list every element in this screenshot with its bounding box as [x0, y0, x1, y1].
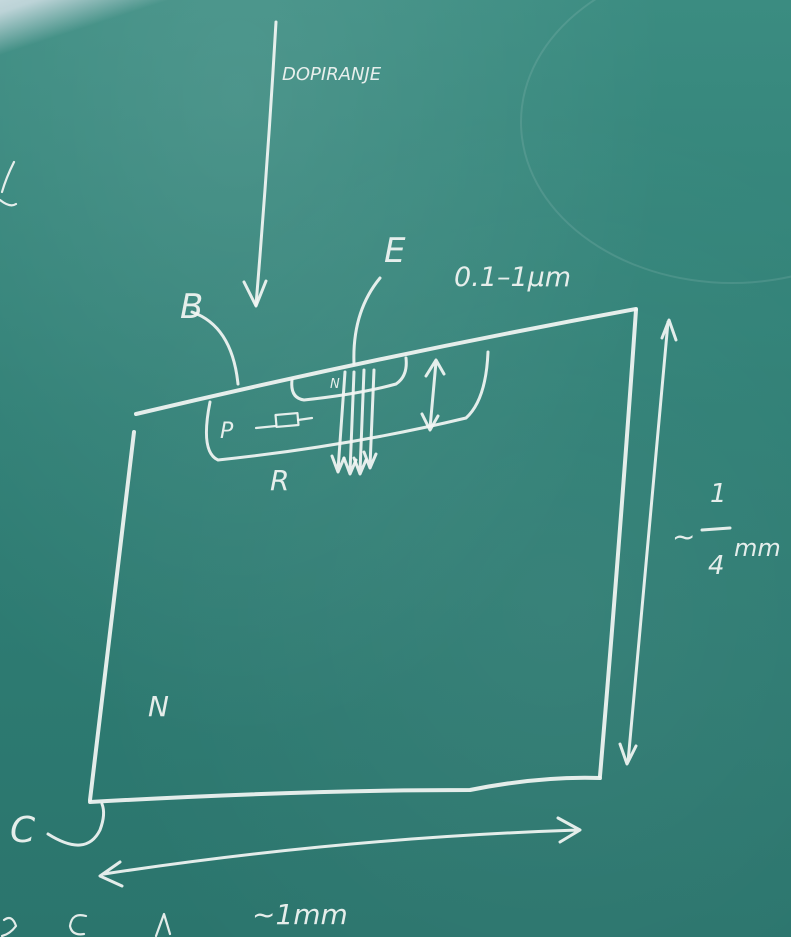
base-label: B — [180, 287, 203, 327]
collector-label: C — [10, 810, 36, 851]
current-arrow-1 — [330, 370, 347, 474]
resistor-lead-right — [296, 416, 314, 422]
edge-mark-bottom-1 — [0, 916, 18, 937]
emitter-region-outline — [290, 356, 408, 402]
emitter-lead — [352, 276, 382, 366]
thickness-label: 0.1–1μm — [454, 262, 571, 293]
current-arrow-4 — [362, 368, 378, 470]
height-dimension-arrow — [618, 318, 678, 766]
current-arrow-3 — [352, 368, 368, 476]
edge-mark-top — [0, 160, 18, 207]
base-lead — [190, 310, 240, 386]
resistor-body — [274, 411, 300, 429]
current-arrow-2 — [342, 370, 358, 476]
edge-mark-bottom-3 — [154, 912, 172, 937]
doping-label: DOPIRANJE — [282, 64, 382, 85]
n-region-label: N — [148, 690, 169, 723]
collector-lead — [46, 802, 106, 847]
height-fraction-denominator: 4 — [708, 551, 725, 581]
wafer-left-edge — [88, 430, 136, 802]
height-fraction-bar — [700, 526, 732, 532]
emitter-n-label: N — [330, 377, 340, 392]
p-region-label: P — [220, 419, 234, 444]
wafer-top-edge — [134, 307, 638, 416]
wafer-right-edge — [598, 308, 638, 778]
wafer-bottom-edge — [88, 775, 602, 804]
edge-mark-bottom-2 — [68, 914, 88, 936]
width-dimension-arrow — [98, 816, 582, 888]
doping-arrow-head — [242, 279, 268, 308]
resistor-label: R — [270, 464, 289, 497]
resistor-lead-left — [254, 424, 278, 430]
p-region-outline — [204, 350, 490, 462]
height-approx-symbol: ~ — [672, 520, 695, 553]
height-fraction-numerator: 1 — [710, 479, 727, 509]
emitter-label: E — [384, 231, 406, 271]
junction-depth-arrow — [420, 358, 446, 432]
width-label: ~1mm — [252, 898, 348, 931]
doping-arrow-line — [254, 20, 278, 307]
height-unit: mm — [734, 534, 781, 562]
